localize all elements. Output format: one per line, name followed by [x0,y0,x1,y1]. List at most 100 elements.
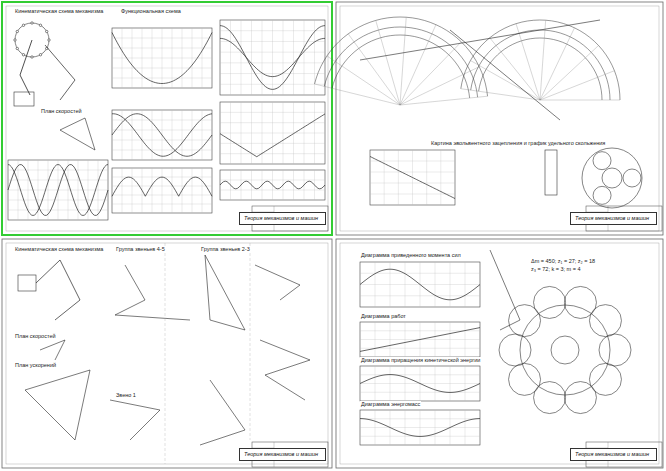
grid-line [112,120,212,121]
gear-arc [471,30,610,100]
sun-gear [602,168,622,188]
position-dot [39,54,41,56]
graph-frame [112,110,212,160]
sheet-caption: План скоростей [14,333,57,339]
satellite-circle [534,286,566,318]
position-dot [14,39,16,41]
group-4-5 [115,265,190,320]
ray [376,20,400,105]
inner-frame [340,243,659,464]
grid-line [370,183,455,184]
grid-line [220,41,325,42]
graph-frame [360,410,480,445]
separator [165,243,166,464]
grid-line [112,140,212,141]
position-dot [31,56,33,58]
grid-line [202,168,203,213]
satellite-circle [509,305,541,337]
sheet-caption: План ускорений [14,362,57,368]
grid-line [220,84,325,85]
grid-line [360,273,480,274]
title-block-cell: Теория механизмов и машин [239,448,326,461]
position-dot [48,39,50,41]
separator [250,243,251,440]
gear-arc [324,27,477,97]
sheet-caption: Группа звеньев 4-5 [115,246,166,252]
ray [540,71,614,100]
satellite-circle [499,334,531,366]
link [36,260,80,320]
sheet-caption: z₃ = 72; k = 3; m = 4 [530,266,581,272]
grid-line [122,168,123,213]
curve [8,165,108,216]
grid-line [360,374,480,375]
title-text: Теория механизмов и машин [575,215,652,222]
ray [400,96,488,105]
satellite-circle [564,382,596,414]
title-text: Теория механизмов и машин [244,451,321,458]
grid-line [132,110,133,160]
grid-line [132,168,133,213]
grid-line [202,110,203,160]
ray [327,56,400,105]
grid-line [272,20,273,95]
gear-arc [332,35,470,98]
grid-line [370,194,455,195]
sheet-caption: Диаграмма работ [360,313,407,319]
grid-line [360,418,480,419]
wheel-circle [520,305,610,395]
title-block-cell: Теория механизмов и машин [570,212,657,225]
ray [315,84,400,105]
ray [400,17,406,105]
grid-line [220,122,325,123]
curve [360,328,480,352]
sheet-frame [336,239,663,468]
grid-line [220,180,325,181]
ray [400,42,461,105]
ray [540,20,546,100]
curve [220,181,325,189]
sheet-caption: Функциональная схема [120,8,182,14]
grid-line [112,48,212,49]
slider [18,275,36,291]
graph-frame [360,262,480,307]
grid-line [220,30,325,31]
position-dot [16,30,18,32]
grid-line [112,204,212,205]
graph-frame [220,170,325,200]
graph-frame [112,168,212,213]
grid-line [112,68,212,69]
grid-line [112,130,212,131]
center-circle [551,336,579,364]
position-dot [39,24,41,26]
grid-line [8,200,108,201]
satellite-circle [564,286,596,318]
grid-line [8,210,108,211]
grid-line [220,153,325,154]
position-dot [31,22,33,24]
grid-line [112,186,212,187]
grid-line [152,168,153,213]
grid-line [112,38,212,39]
grid-line [251,20,252,95]
satellite-circle [599,334,631,366]
graph-frame [220,102,325,164]
sheet-caption: Диаграмма приведенного момента сил [360,252,462,258]
grid-line [142,110,143,160]
acceleration-plan [25,370,90,440]
sheet-caption: Диаграмма энергомасс [360,401,421,407]
sheet-caption: Группа звеньев 2-3 [200,246,251,252]
grid-line [220,133,325,134]
crank-link [110,400,160,440]
velocity-plan [40,340,65,360]
sheet-caption: Звено 1 [115,392,137,398]
grid-line [192,168,193,213]
grid-line [112,150,212,151]
planetary-ring [582,148,642,208]
force-polygon [260,340,310,400]
line-of-action [450,30,560,120]
grid-line [370,172,455,173]
grid-line [182,110,183,160]
ray [461,89,540,100]
